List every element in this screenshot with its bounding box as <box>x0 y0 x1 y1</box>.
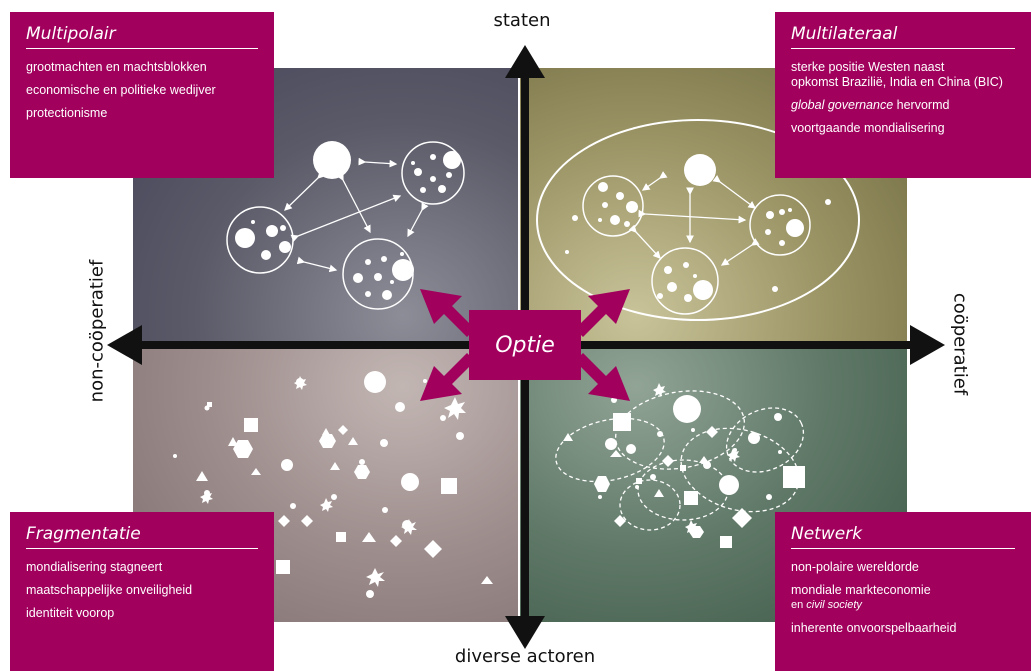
multilateraal-line: opkomst Brazilië, India en China (BIC) <box>791 75 1003 89</box>
great-power-node <box>313 141 351 179</box>
netwerk-line: mondiale markteconomie <box>791 583 931 597</box>
multipolair-title: Multipolair <box>26 24 258 49</box>
netwerk-line: en civil society <box>791 598 1015 613</box>
arrow-left-icon <box>107 325 142 365</box>
multipolair-line: protectionisme <box>26 106 108 120</box>
fragmentatie-line: mondialisering stagneert <box>26 560 163 574</box>
multilateraal-title: Multilateraal <box>791 24 1015 49</box>
fragmentatie-title: Fragmentatie <box>26 524 258 549</box>
option-arrows <box>420 289 630 401</box>
netwerk-line-prefix: en <box>791 599 807 611</box>
option-center-box: Optie <box>469 310 581 380</box>
power-bloc-circle <box>401 141 465 205</box>
fragmentatie-box: Fragmentatie mondialisering stagneert ma… <box>10 512 274 671</box>
multilateraal-line: sterke positie Westen naast <box>791 60 945 74</box>
multipolair-line: grootmachten en machtsblokken <box>26 60 207 74</box>
netwerk-line: non-polaire wereldorde <box>791 560 919 574</box>
multilateraal-line-rest: hervormd <box>893 98 950 112</box>
arrow-down-left-icon <box>420 353 475 401</box>
arrow-up-icon <box>505 45 545 78</box>
axis-label-bottom: diverse actoren <box>454 646 596 667</box>
fragmentatie-illustration <box>173 371 493 598</box>
axis-label-top: staten <box>493 10 551 31</box>
axis-label-right: coöperatief <box>949 292 971 396</box>
multilateraal-line: global governance hervormd <box>791 98 1015 113</box>
multipolair-box: Multipolair grootmachten en machtsblokke… <box>10 12 274 178</box>
multilateraal-box: Multilateraal sterke positie Westen naas… <box>775 12 1031 178</box>
fragmentatie-line: maatschappelijke onveiligheid <box>26 583 193 597</box>
axis-label-left: non-coöperatief <box>86 259 108 403</box>
global-governance-term: global governance <box>791 98 894 112</box>
option-label: Optie <box>495 332 555 358</box>
netwerk-line: inherente onvoorspelbaarheid <box>791 621 957 635</box>
multilateraal-illustration <box>536 119 860 321</box>
multilateraal-line: voortgaande mondialisering <box>791 121 945 135</box>
arrow-down-icon <box>505 616 545 649</box>
global-governance-ellipse <box>536 119 860 321</box>
multipolair-illustration <box>226 141 465 310</box>
multipolair-line: economische en politieke wedijver <box>26 83 216 97</box>
fragmentatie-line: identiteit voorop <box>26 606 115 620</box>
netwerk-box: Netwerk non-polaire wereldorde mondiale … <box>775 512 1031 671</box>
arrow-down-right-icon <box>575 353 630 401</box>
arrow-right-icon <box>910 325 945 365</box>
netwerk-title: Netwerk <box>791 524 1015 549</box>
arrow-up-right-icon <box>575 289 630 337</box>
arrow-up-left-icon <box>420 289 475 337</box>
civil-society-term: civil society <box>806 599 862 611</box>
netwerk-illustration <box>555 383 805 548</box>
